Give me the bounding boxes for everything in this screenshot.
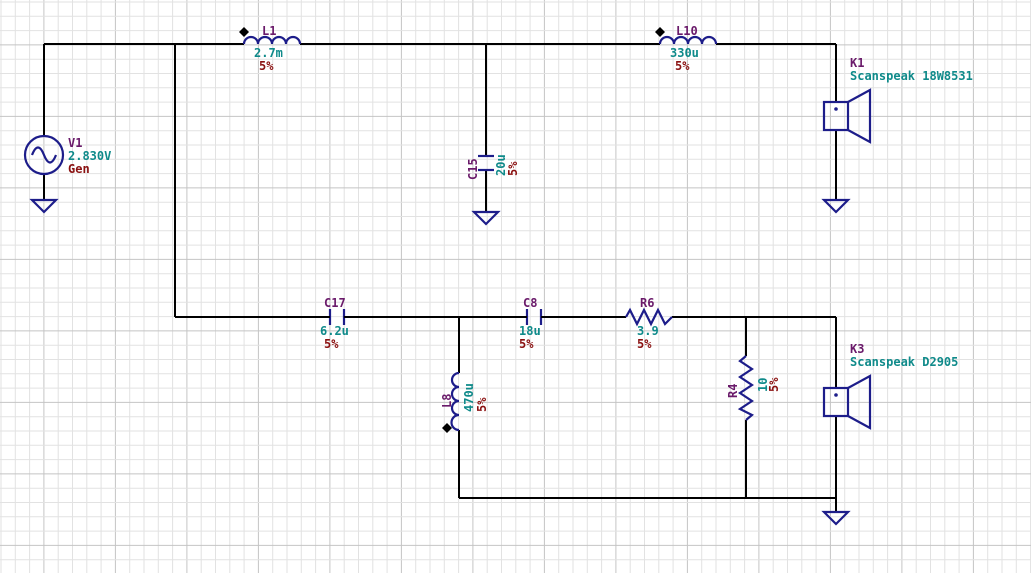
c8-tolerance: 5% — [519, 337, 534, 351]
l8-tolerance: 5% — [475, 397, 489, 412]
sine-wave-icon — [30, 146, 58, 164]
c17-tolerance: 5% — [324, 337, 339, 351]
speaker-k1[interactable] — [822, 88, 872, 144]
l10-value: 330u — [670, 46, 699, 60]
c8-name: C8 — [523, 296, 537, 310]
polarity-dot-l8 — [442, 423, 452, 433]
wires — [43, 43, 837, 512]
capacitor-c15[interactable] — [478, 154, 494, 172]
polarity-dot-l10 — [655, 27, 665, 37]
k3-name: K3 — [850, 342, 864, 356]
r6-value: 3.9 — [637, 324, 659, 338]
l10-name: L10 — [676, 24, 698, 38]
resistor-r6[interactable] — [625, 307, 673, 327]
c17-name: C17 — [324, 296, 346, 310]
v1-model: Gen — [68, 162, 90, 176]
k1-model: Scanspeak 18W8531 — [850, 69, 973, 83]
l1-value: 2.7m — [254, 46, 283, 60]
ground-symbol-v1 — [29, 198, 59, 214]
v1-value: 2.830V — [68, 149, 111, 163]
polarity-mark-k1 — [834, 107, 838, 111]
r4-name: R4 — [726, 384, 740, 398]
polarity-mark-k3 — [834, 393, 838, 397]
voltage-source-v1[interactable] — [23, 134, 65, 176]
resistor-r4[interactable] — [737, 355, 754, 421]
c15-tolerance: 5% — [506, 161, 520, 176]
inductor-l8[interactable] — [442, 371, 460, 433]
inductor-l1[interactable] — [239, 27, 302, 45]
l1-name: L1 — [262, 24, 276, 38]
l8-name: L8 — [440, 394, 454, 408]
l8-value: 470u — [462, 383, 476, 412]
r4-value: 10 — [756, 378, 770, 392]
k1-name: K1 — [850, 56, 864, 70]
c17-value: 6.2u — [320, 324, 349, 338]
l10-tolerance: 5% — [675, 59, 690, 73]
c8-value: 18u — [519, 324, 541, 338]
speaker-k3[interactable] — [822, 374, 872, 430]
inductor-l10[interactable] — [655, 27, 718, 45]
k3-model: Scanspeak D2905 — [850, 355, 958, 369]
capacitor-c8[interactable] — [506, 309, 562, 325]
c15-name: C15 — [466, 158, 480, 180]
ground-symbol-k1 — [821, 198, 851, 214]
r6-name: R6 — [640, 296, 654, 310]
c15-value: 20u — [494, 154, 508, 176]
v1-name: V1 — [68, 136, 82, 150]
ground-symbol-c15 — [471, 210, 501, 226]
l1-tolerance: 5% — [259, 59, 274, 73]
polarity-dot-l1 — [239, 27, 249, 37]
ground-symbol-k3 — [821, 510, 851, 526]
r6-tolerance: 5% — [637, 337, 652, 351]
r4-tolerance: 5% — [767, 377, 781, 392]
capacitor-c17[interactable] — [306, 309, 368, 325]
